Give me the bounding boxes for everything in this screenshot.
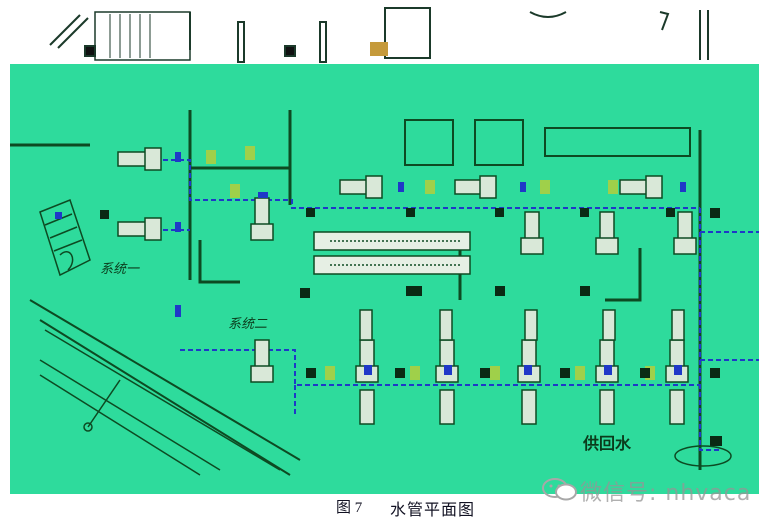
- wechat-watermark: 微信号: nhvaca: [540, 473, 759, 507]
- watermark-text: 微信号: nhvaca: [580, 481, 752, 506]
- figure-number: 图 7: [336, 500, 363, 516]
- supply-return-water-label: 供回水: [583, 434, 632, 453]
- green-overlay-band: [10, 64, 759, 494]
- fan-coil-unit: [117, 147, 162, 171]
- figure-title: 水管平面图: [390, 500, 476, 519]
- fan-coil-unit: [117, 217, 162, 241]
- column-markers: [100, 208, 722, 446]
- outlet-marker: [674, 445, 732, 467]
- fan-coil-unit: [250, 339, 274, 383]
- system-one-label: 系统一: [100, 262, 140, 277]
- fan-coil-unit: [359, 309, 685, 341]
- fan-coil-unit: [517, 339, 541, 383]
- fan-coil-unit: [250, 197, 274, 241]
- diagonal-staircase: [29, 199, 301, 476]
- fan-coil-unit: [339, 175, 383, 199]
- fan-coil-unit: [665, 339, 689, 383]
- fan-coil-unit: [355, 339, 379, 383]
- fan-coil-unit: [520, 211, 544, 255]
- fan-coil-unit: [435, 339, 459, 383]
- fan-coil-unit: [595, 339, 619, 383]
- top-drawing-strip: [49, 7, 709, 63]
- equipment-bench: [313, 231, 471, 275]
- wechat-icon: [542, 478, 577, 501]
- fan-coil-unit: [454, 175, 497, 199]
- fan-coil-unit: [595, 211, 619, 255]
- water-pipe-network: [155, 159, 759, 451]
- fan-coil-unit: [359, 389, 685, 425]
- system-two-label: 系统二: [228, 317, 268, 332]
- figure-caption: 图 7 水管平面图: [0, 496, 759, 519]
- fan-coil-unit: [673, 211, 697, 255]
- fan-coil-unit: [619, 175, 663, 199]
